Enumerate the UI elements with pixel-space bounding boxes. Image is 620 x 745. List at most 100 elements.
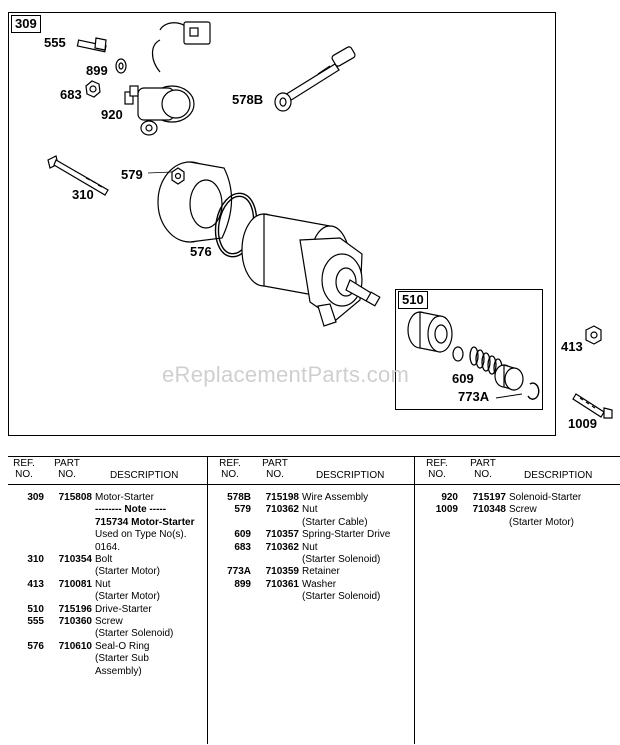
part-description: Washer(Starter Solenoid) — [302, 579, 422, 604]
ref-number: 555 — [27, 616, 44, 627]
bolt-310-drawing — [47, 155, 109, 196]
description-line: Drive-Starter — [95, 603, 152, 615]
description-line: Nut — [95, 578, 111, 590]
assembly-callout-309: 309 — [11, 15, 41, 33]
part-number: 715197 — [472, 492, 506, 503]
description-line: -------- Note ----- — [95, 504, 167, 516]
solenoid-920-drawing — [124, 21, 211, 136]
part-number: 715198 — [265, 492, 299, 503]
part-description: Wire Assembly — [302, 492, 422, 504]
description-line: Nut — [302, 541, 318, 553]
part-description: Retainer — [302, 566, 422, 578]
part-description: Screw(Starter Motor) — [509, 504, 620, 529]
nut-683-drawing — [85, 80, 101, 98]
header-description: DESCRIPTION — [524, 470, 593, 481]
description-line: Nut — [302, 504, 318, 516]
kit-callout-510: 510 — [398, 291, 428, 309]
starter-motor-drawing — [241, 213, 381, 327]
description-line: Solenoid-Starter — [509, 492, 582, 503]
drive-kit-frame — [395, 289, 543, 410]
part-number: 710359 — [265, 566, 299, 578]
end-cap-drawing — [157, 161, 233, 243]
label-609: 609 — [452, 371, 474, 386]
part-description: Spring-Starter Drive — [302, 529, 422, 541]
description-line: Retainer — [302, 566, 340, 578]
nut-413-drawing — [585, 325, 602, 345]
leader-lines — [147, 171, 173, 174]
label-899: 899 — [86, 63, 108, 78]
description-line: Motor-Starter — [95, 492, 154, 503]
part-description: Nut(Starter Solenoid) — [302, 542, 422, 567]
description-line: Used on Type No(s). — [95, 529, 187, 541]
screw-555-drawing — [76, 37, 107, 53]
ref-number: 1009 — [435, 504, 458, 516]
description-line: (Starter Motor) — [95, 591, 161, 603]
header-ref: REF.NO. — [219, 458, 241, 480]
part-number: 715808 — [58, 492, 92, 503]
description-line: (Starter Solenoid) — [95, 628, 174, 640]
washer-899-drawing — [115, 58, 127, 74]
description-line: 0164. — [95, 541, 121, 553]
ref-number: 576 — [27, 640, 44, 652]
label-576: 576 — [190, 244, 212, 259]
header-description: DESCRIPTION — [110, 470, 179, 481]
ref-number: 413 — [27, 578, 44, 590]
description-line: Washer — [302, 578, 337, 590]
description-line: (Starter Cable) — [302, 516, 368, 528]
ref-number: 578B — [227, 492, 251, 503]
ref-number: 683 — [234, 541, 251, 553]
label-413: 413 — [561, 339, 583, 354]
part-number: 710362 — [265, 504, 299, 516]
ref-number: 773A — [227, 566, 251, 578]
part-description: Solenoid-Starter — [509, 492, 620, 504]
ref-number: 510 — [27, 603, 44, 615]
label-1009: 1009 — [568, 416, 597, 431]
ref-number: 609 — [234, 529, 251, 541]
description-line: Screw — [95, 616, 123, 627]
ref-number: 920 — [441, 492, 458, 503]
label-683: 683 — [60, 87, 82, 102]
label-578B: 578B — [232, 92, 264, 107]
part-description: Nut(Starter Cable) — [302, 504, 422, 529]
part-number: 710360 — [58, 616, 92, 627]
ref-number: 309 — [27, 492, 44, 503]
watermark-text: eReplacementParts.com — [162, 362, 410, 387]
description-line: (Starter Motor) — [509, 516, 575, 528]
description-line: Assembly) — [95, 665, 142, 677]
label-555: 555 — [44, 35, 66, 50]
part-number: 710610 — [58, 640, 92, 652]
description-line: Bolt — [95, 554, 113, 565]
ref-number: 579 — [234, 504, 251, 516]
description-line: Spring-Starter Drive — [302, 529, 391, 541]
part-description: Screw(Starter Solenoid) — [95, 616, 215, 641]
description-line: (Starter Sub — [95, 653, 149, 665]
label-773A: 773A — [458, 389, 490, 404]
column-divider — [414, 456, 415, 744]
part-number: 710361 — [265, 578, 299, 590]
column-divider — [207, 456, 208, 744]
label-310: 310 — [72, 187, 94, 202]
screw-1009-drawing — [572, 393, 613, 419]
part-number: 715196 — [58, 603, 92, 615]
exploded-diagram-frame — [8, 12, 556, 436]
header-rule — [8, 484, 620, 485]
part-number: 710354 — [58, 554, 92, 565]
description-line: (Starter Solenoid) — [302, 591, 381, 603]
description-line: (Starter Motor) — [95, 566, 161, 578]
header-ref: REF.NO. — [426, 458, 448, 480]
description-line: (Starter Solenoid) — [302, 554, 381, 565]
description-line: Wire Assembly — [302, 492, 369, 503]
description-line: Seal-O Ring — [95, 640, 150, 652]
